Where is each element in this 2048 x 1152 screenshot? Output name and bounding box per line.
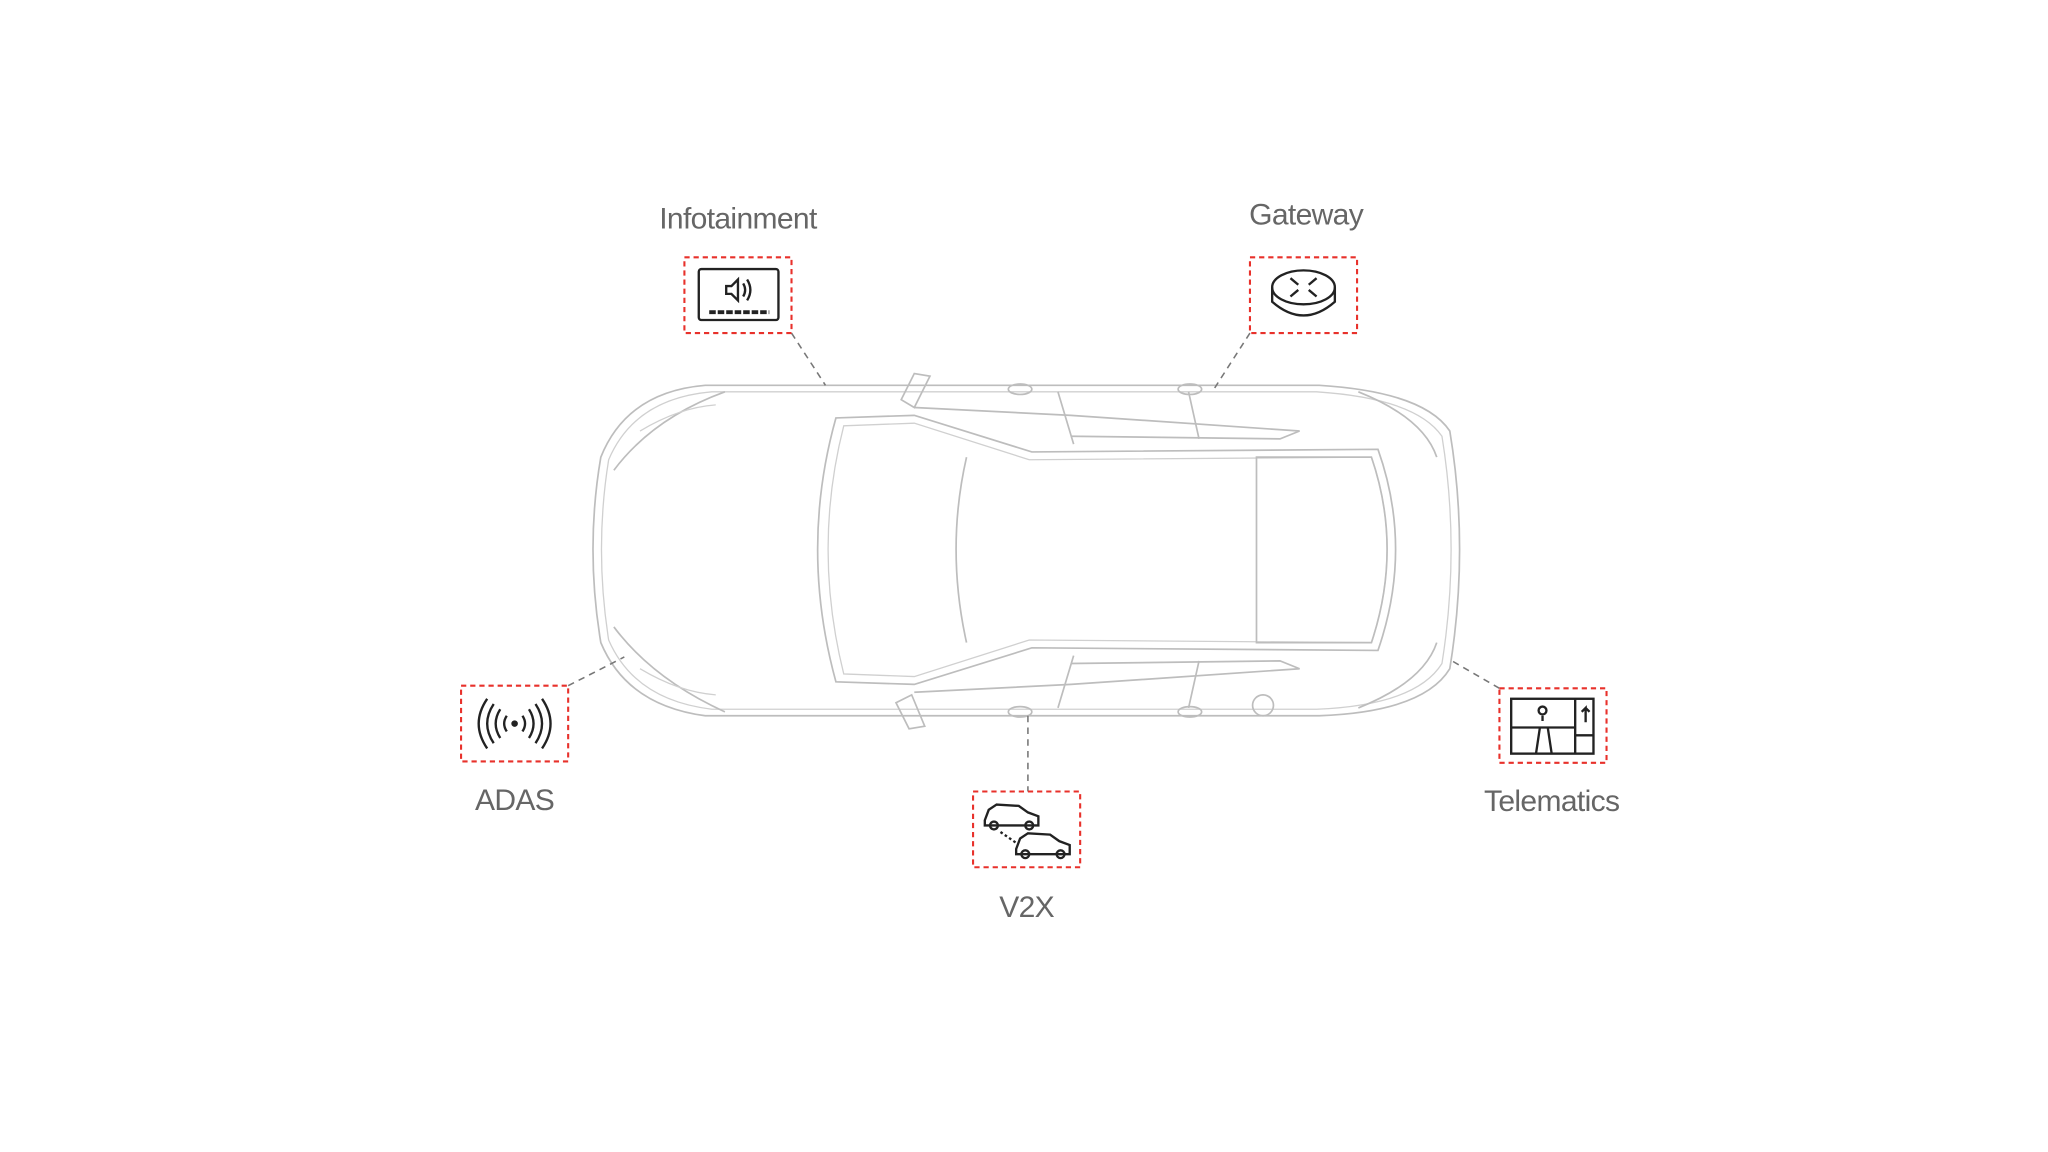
- module-label: ADAS: [475, 784, 554, 817]
- module-label: Telematics: [1484, 785, 1619, 818]
- module-v2x[interactable]: V2X: [972, 790, 1082, 924]
- module-label: Gateway: [1249, 199, 1364, 232]
- connector-infotainment: [790, 332, 827, 386]
- connector-adas: [567, 656, 625, 687]
- module-infotainment[interactable]: Infotainment: [659, 203, 819, 335]
- module-gateway[interactable]: Gateway: [1248, 199, 1364, 335]
- module-label: V2X: [999, 891, 1054, 924]
- wireless-signal-icon: [477, 698, 552, 750]
- car-top-view: [592, 372, 1461, 730]
- connector-gateway: [1214, 332, 1251, 389]
- speaker-screen-icon: [697, 267, 780, 322]
- router-icon: [1270, 269, 1337, 317]
- module-adas[interactable]: ADAS: [460, 684, 570, 817]
- connector-telematics: [1449, 658, 1500, 690]
- vehicle-to-vehicle-icon: [983, 803, 1071, 860]
- navigation-map-icon: [1510, 697, 1595, 755]
- module-label: Infotainment: [659, 203, 818, 236]
- module-telematics[interactable]: Telematics: [1484, 687, 1620, 818]
